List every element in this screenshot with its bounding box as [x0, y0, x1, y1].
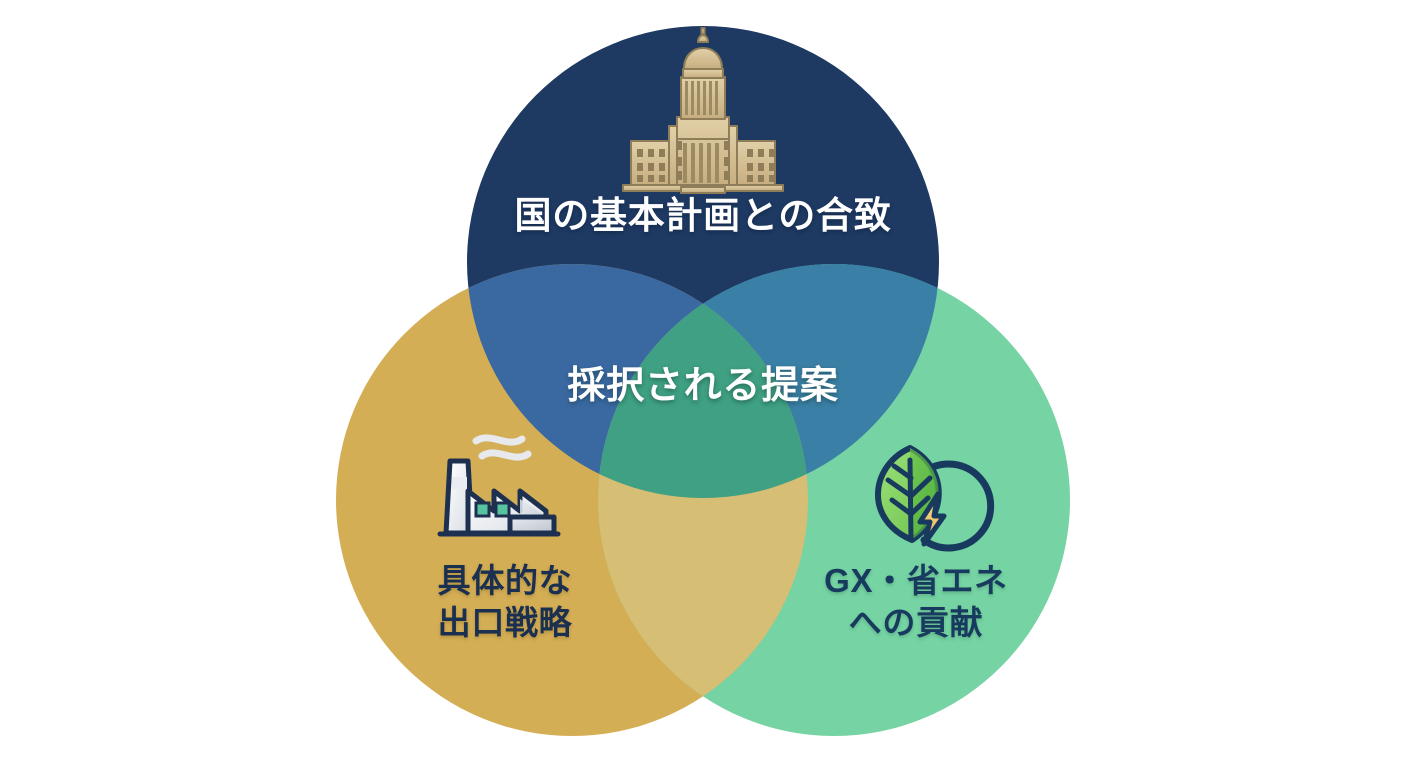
- diet-building-icon: [622, 27, 784, 194]
- factory-icon: [437, 434, 561, 537]
- leaf-energy-icon: [875, 445, 995, 552]
